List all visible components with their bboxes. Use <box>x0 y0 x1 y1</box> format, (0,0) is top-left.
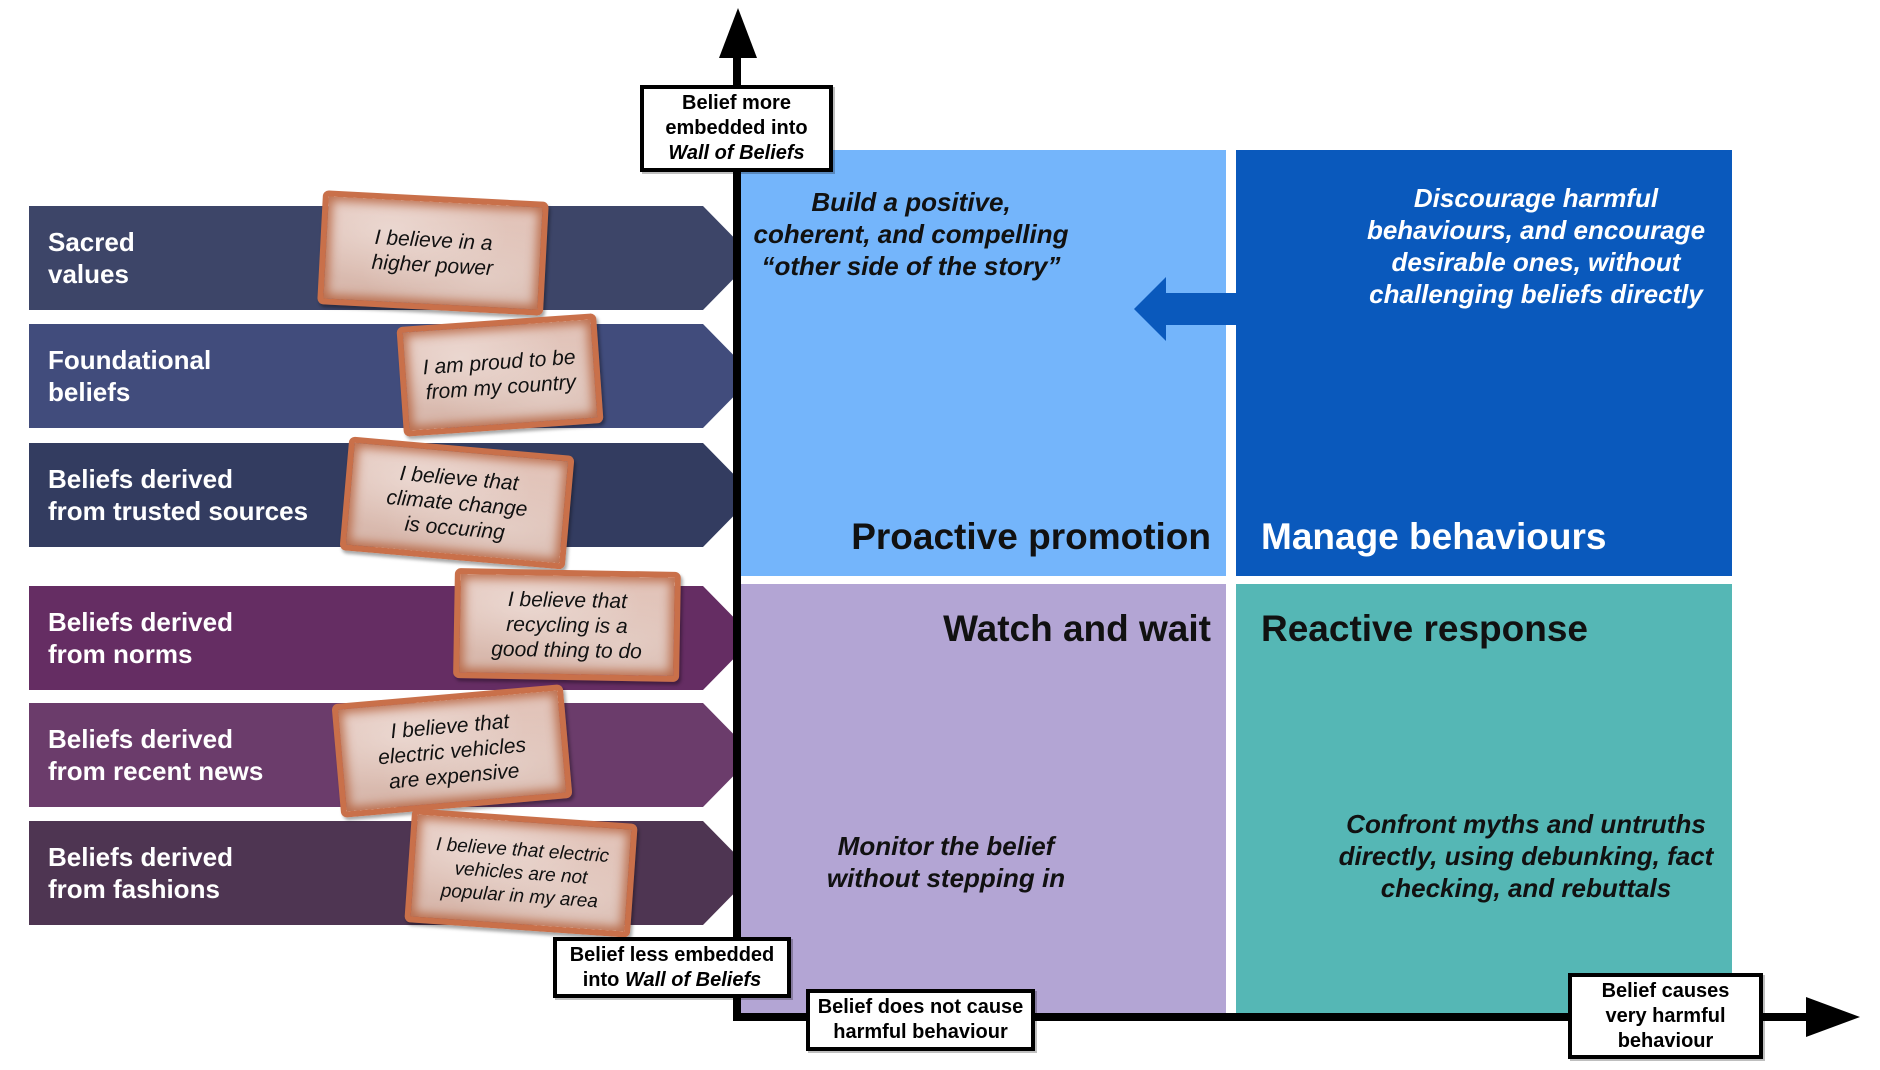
axis-label-line: harmful behaviour <box>833 1021 1008 1043</box>
belief-brick: I believe in a higher power <box>317 190 549 316</box>
quadrant-title: Reactive response <box>1261 608 1589 649</box>
axis-label-belief-more-embedded: Belief more embedded into Wall of Belief… <box>640 85 833 172</box>
row-label: Beliefs derived from trusted sources <box>48 464 309 526</box>
quadrant-description: Discourage harmful behaviours, and encou… <box>1366 183 1706 309</box>
axis-label-line: Wall of Beliefs <box>668 142 805 164</box>
up-arrow-icon <box>719 8 757 58</box>
belief-brick: I am proud to be from my country <box>396 313 604 437</box>
quadrant-title: Manage behaviours <box>1261 516 1607 557</box>
quadrant-manage-behaviours: Discourage harmful behaviours, and encou… <box>1236 150 1732 576</box>
quadrant-title: Proactive promotion <box>851 516 1211 557</box>
axis-label-belief-less-embedded: Belief less embedded into Wall of Belief… <box>553 937 791 998</box>
belief-row-fashions: Beliefs derived from fashions <box>29 821 754 925</box>
axis-label-line: Belief less embedded <box>569 943 775 966</box>
axis-label-line: behaviour <box>1617 1029 1714 1052</box>
axis-label-line: Belief does not cause <box>817 996 1024 1018</box>
row-label: Foundational beliefs <box>48 345 212 407</box>
axis-label-very-harmful: Belief causes very harmful behaviour <box>1568 973 1763 1059</box>
left-arrow-shape <box>1134 277 1242 341</box>
brick-text: I believe that electric vehicles are not… <box>435 833 610 912</box>
belief-brick: I believe that climate change is occurin… <box>339 436 575 570</box>
belief-brick: I believe that electric vehicles are not… <box>404 808 638 938</box>
vertical-axis-line <box>733 50 741 1020</box>
belief-brick: I believe that recycling is a good thing… <box>453 568 681 682</box>
quadrant-proactive-promotion: Build a positive, coherent, and compelli… <box>741 150 1226 576</box>
brick-text: I am proud to be from my country <box>422 345 577 405</box>
left-arrow-icon <box>1134 277 1242 341</box>
quadrant-description: Confront myths and untruths directly, us… <box>1338 809 1714 903</box>
brick-text: I believe that climate change is occurin… <box>385 461 529 544</box>
row-label: Sacred values <box>48 227 135 289</box>
brick-text: I believe that recycling is a good thing… <box>491 587 643 663</box>
axis-label-line: Belief more <box>682 92 791 114</box>
axis-label-line: very harmful <box>1605 1004 1726 1027</box>
belief-row-foundational: Foundational beliefs <box>29 324 754 428</box>
quadrant-watch-and-wait: Watch and wait Monitor the belief withou… <box>741 584 1226 1013</box>
row-label: Beliefs derived from fashions <box>48 842 233 904</box>
axis-label-not-harmful: Belief does not cause harmful behaviour <box>806 989 1035 1051</box>
horizontal-axis-line <box>733 1013 1811 1021</box>
axis-label-italic: Wall of Beliefs <box>624 968 762 991</box>
row-label: Beliefs derived from norms <box>48 607 233 669</box>
brick-text: I believe that electric vehicles are exp… <box>377 709 527 794</box>
quadrant-description: Build a positive, coherent, and compelli… <box>753 187 1069 281</box>
quadrant-description: Monitor the belief without stepping in <box>826 831 1066 893</box>
axis-label-prefix: into <box>582 968 625 991</box>
quadrant-title: Watch and wait <box>943 608 1211 649</box>
row-label: Beliefs derived from recent news <box>48 724 264 786</box>
axis-label-line: embedded into <box>665 117 808 139</box>
belief-brick: I believe that electric vehicles are exp… <box>331 684 573 818</box>
brick-text: I believe in a higher power <box>371 225 494 281</box>
axis-label-line: Belief causes <box>1601 979 1730 1002</box>
axis-label-line: into Wall of Beliefs <box>583 968 762 993</box>
right-arrow-icon <box>1806 997 1860 1037</box>
quadrant-reactive-response: Reactive response Confront myths and unt… <box>1236 584 1732 1013</box>
